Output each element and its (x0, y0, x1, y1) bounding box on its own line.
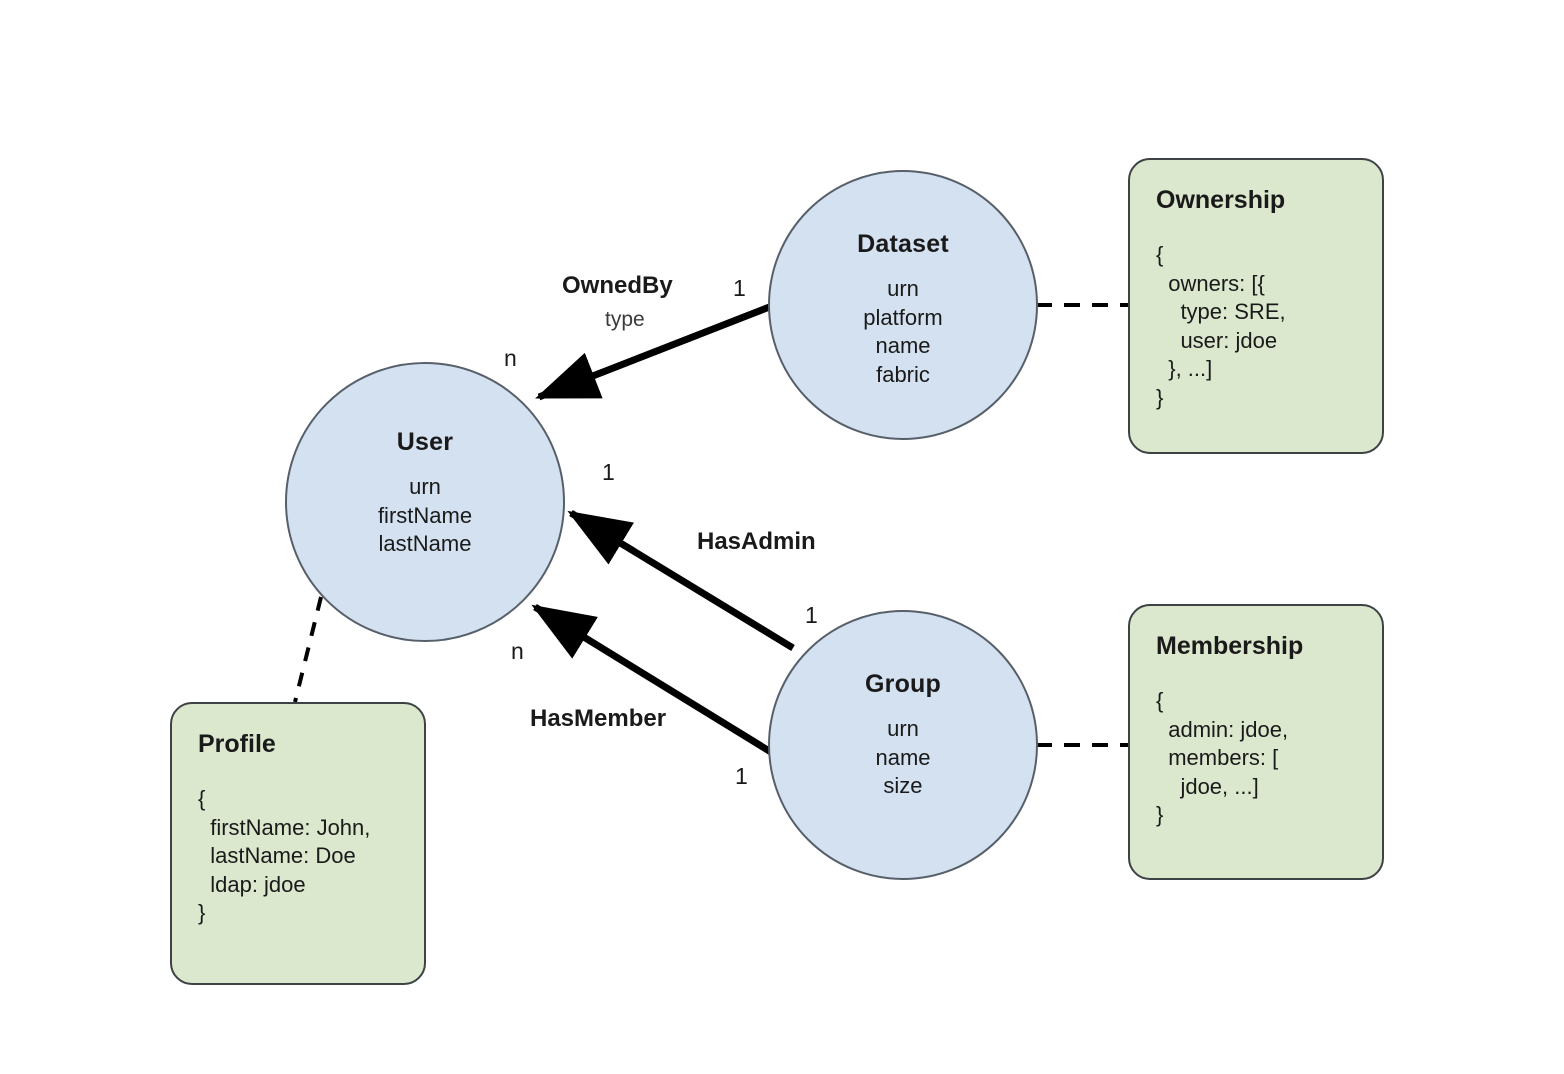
attribute: name (875, 333, 931, 359)
attribute: lastName (378, 531, 472, 557)
aspect-profile[interactable]: Profile { firstName: John, lastName: Doe… (170, 702, 426, 985)
aspect-membership-body: { admin: jdoe, members: [ jdoe, ...] } (1156, 688, 1289, 828)
attribute: firstName (377, 502, 473, 528)
attribute: urn (887, 276, 919, 301)
attribute: name (875, 744, 931, 770)
edge-sublabel-ownedby-type: type (605, 308, 645, 331)
entity-user[interactable]: User urn firstName lastName (285, 362, 565, 642)
entity-group-attributes: urn name size (875, 715, 930, 801)
aspect-ownership-title: Ownership (1156, 186, 1286, 214)
entity-user-attributes: urn firstName lastName (378, 473, 472, 559)
attribute: urn (409, 474, 441, 499)
link-user-profile (293, 596, 323, 703)
attribute: urn (887, 716, 919, 741)
entity-user-title: User (396, 428, 454, 456)
edge-label-hasmember: HasMember (530, 705, 667, 732)
aspect-membership[interactable]: Membership { admin: jdoe, members: [ jdo… (1128, 604, 1384, 880)
cardinality-ownedby-target: n (504, 345, 517, 371)
edge-ownedby (535, 302, 774, 401)
entity-dataset-title: Dataset (857, 230, 949, 258)
aspect-ownership[interactable]: Ownership { owners: [{ type: SRE, user: … (1128, 158, 1384, 454)
entity-group[interactable]: Group urn name size (768, 610, 1038, 880)
aspect-profile-title: Profile (198, 730, 276, 758)
attribute: size (883, 773, 923, 799)
cardinality-ownedby-source: 1 (733, 275, 746, 301)
aspect-ownership-body: { owners: [{ type: SRE, user: jdoe }, ..… (1156, 242, 1286, 410)
edge-label-ownedby: OwnedBy (562, 272, 673, 299)
edge-label-hasadmin: HasAdmin (697, 528, 816, 555)
cardinality-hasadmin-target: 1 (602, 459, 615, 485)
entity-group-title: Group (865, 670, 941, 698)
attribute: fabric (876, 361, 930, 387)
edge-hasmember (531, 604, 781, 760)
entity-dataset[interactable]: Dataset urn platform name fabric (768, 170, 1038, 440)
aspect-profile-body: { firstName: John, lastName: Doe ldap: j… (198, 786, 371, 926)
aspect-membership-title: Membership (1156, 632, 1304, 660)
cardinality-hasmember-source: 1 (735, 763, 748, 789)
attribute: platform (863, 304, 943, 330)
entity-dataset-attributes: urn platform name fabric (863, 275, 942, 389)
cardinality-hasmember-target: n (511, 638, 524, 664)
cardinality-hasadmin-source: 1 (805, 602, 818, 628)
